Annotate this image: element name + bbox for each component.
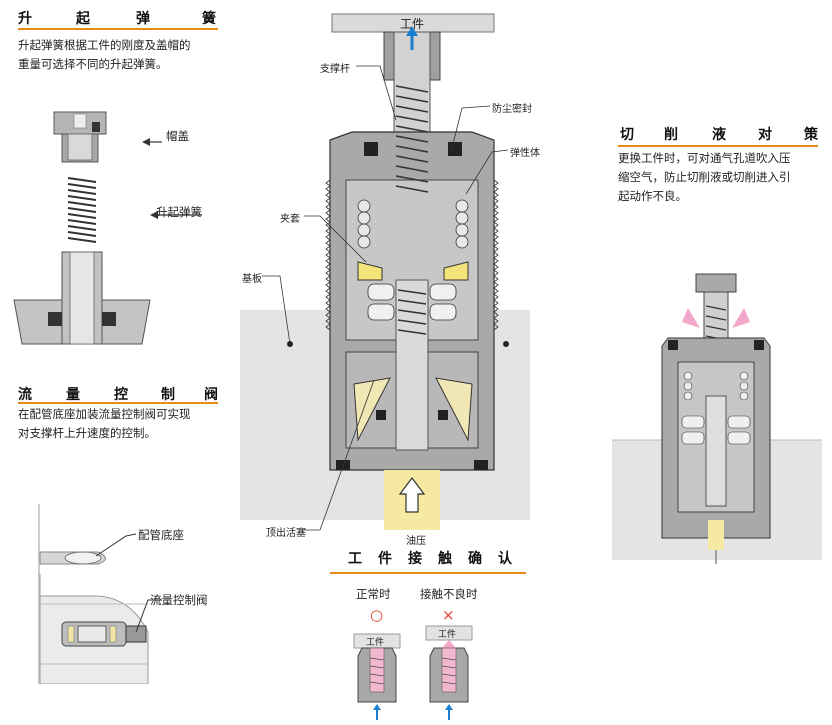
lift-spring-diagram <box>13 111 202 345</box>
workpiece-label: 工件 <box>400 17 425 31</box>
title-char: 认 <box>498 551 512 567</box>
spring-part <box>67 177 97 243</box>
support-rod-label: 支撑杆 <box>320 64 350 75</box>
arrow-icon <box>142 138 202 219</box>
title-char: 件 <box>378 551 392 567</box>
cap-part <box>53 111 107 163</box>
pointer-line <box>95 533 162 633</box>
contact-check-rule <box>330 572 526 574</box>
title-char: 策 <box>804 127 818 143</box>
spring-label: 升起弹簧 <box>156 205 202 219</box>
title-char: 液 <box>712 127 726 143</box>
ok-symbol: ○ <box>370 606 384 624</box>
title-char: 对 <box>758 127 772 143</box>
flow-valve-desc: 在配管底座加装流量控制阀可实现 对支撑杆上升速度的控制。 <box>18 405 228 443</box>
ejector-piston-label: 顶出活塞 <box>266 528 306 539</box>
desc-line: 在配管底座加装流量控制阀可实现 <box>18 407 191 421</box>
title-char: 控 <box>114 387 128 403</box>
desc-line: 起动作不良。 <box>618 189 687 203</box>
cap-label: 帽盖 <box>166 129 189 143</box>
title-char: 量 <box>66 387 80 403</box>
title-char: 弹 <box>136 11 150 27</box>
coolant-diagram <box>612 273 822 564</box>
desc-line: 重量可选择不同的升起弹簧。 <box>18 57 168 71</box>
title-char: 切 <box>620 127 634 143</box>
workpiece-bad-label: 工件 <box>438 630 457 640</box>
flow-valve-label: 流量控制阀 <box>150 593 208 607</box>
collet-label: 夹套 <box>280 214 300 225</box>
pipe-base-label: 配管底座 <box>138 528 184 542</box>
desc-line: 升起弹簧根据工件的刚度及盖帽的 <box>18 38 191 52</box>
title-char: 削 <box>664 127 678 143</box>
title-char: 流 <box>18 387 32 403</box>
desc-line: 缩空气，防止切削液或切削进入引 <box>618 170 791 184</box>
oil-pressure-label: 油压 <box>406 536 426 547</box>
title-char: 簧 <box>202 11 216 27</box>
title-char: 升 <box>18 11 32 27</box>
title-char: 工 <box>348 551 362 567</box>
main-cross-section <box>240 13 530 531</box>
lift-spring-desc: 升起弹簧根据工件的刚度及盖帽的 重量可选择不同的升起弹簧。 <box>18 36 223 74</box>
pointer-line <box>262 65 509 531</box>
ng-symbol: × <box>442 606 455 624</box>
bad-state-label: 接触不良时 <box>420 587 478 601</box>
dust-seal-label: 防尘密封 <box>492 104 532 115</box>
contact-check-diagram <box>353 625 473 720</box>
base-part <box>13 251 151 345</box>
up-arrow-icon <box>398 477 426 513</box>
title-char: 起 <box>76 11 90 27</box>
airflow-arrow-icon <box>406 26 418 50</box>
workpiece-normal-label: 工件 <box>366 638 385 648</box>
title-char: 阀 <box>204 387 218 403</box>
flow-valve-rule <box>18 402 218 404</box>
coolant-rule <box>618 145 818 147</box>
base-plate-label: 基板 <box>242 274 262 285</box>
normal-state-label: 正常时 <box>356 587 391 601</box>
title-char: 接 <box>408 551 422 567</box>
flow-valve-diagram <box>38 504 188 684</box>
lift-spring-rule <box>18 28 218 30</box>
elastic-body-label: 弹性体 <box>510 148 540 159</box>
desc-line: 对支撑杆上升速度的控制。 <box>18 426 156 440</box>
title-char: 制 <box>161 387 175 403</box>
title-char: 触 <box>438 551 452 567</box>
coolant-desc: 更换工件时，可对通气孔道吹入压 缩空气，防止切削液或切削进入引 起动作不良。 <box>618 149 828 206</box>
title-char: 确 <box>468 551 482 567</box>
desc-line: 更换工件时，可对通气孔道吹入压 <box>618 151 791 165</box>
